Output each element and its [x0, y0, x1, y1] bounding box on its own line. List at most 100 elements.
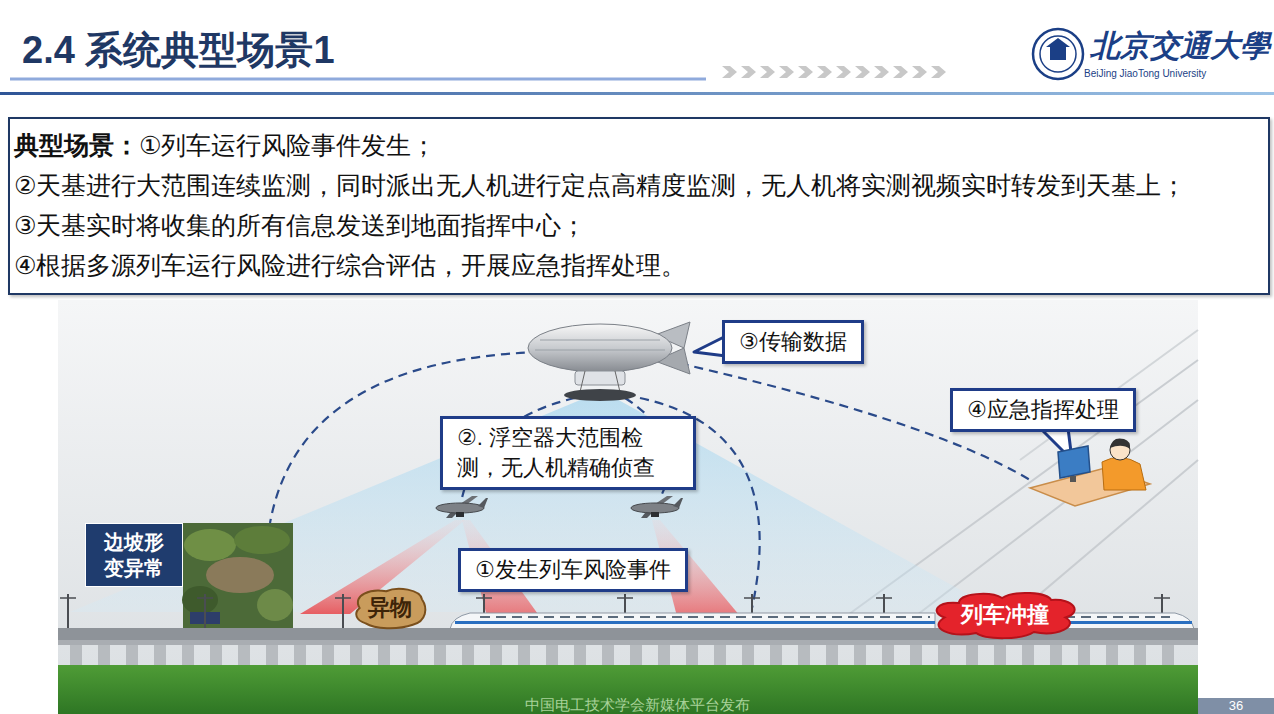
viaduct-pillar — [826, 645, 838, 666]
viaduct-pillar — [1162, 645, 1174, 666]
train — [1060, 621, 1192, 624]
text-line: ②天基进行大范围连续监测，同时派出无人机进行定点高精度监测，无人机将实测视频实时… — [14, 165, 1260, 205]
drone — [456, 512, 464, 517]
text-line: ③传输数据 — [739, 327, 847, 357]
text-line: 异物 — [368, 594, 412, 622]
viaduct-pillar — [714, 645, 726, 666]
catenary-pole — [617, 597, 633, 599]
viaduct-pillar — [630, 645, 642, 666]
university-emblem — [1046, 38, 1070, 47]
chevron-row — [931, 66, 946, 78]
viaduct-pillar — [1050, 645, 1062, 666]
heading-text: 典型场景： — [14, 131, 139, 159]
catenary-pole — [476, 597, 492, 599]
chevron-row — [912, 66, 927, 78]
command-operator — [1030, 438, 1150, 506]
data-link-dashed — [270, 352, 1030, 608]
viaduct-pillar — [686, 645, 698, 666]
text-line: ④应急指挥处理 — [967, 395, 1119, 425]
chevron-row — [893, 66, 908, 78]
foreign-object-blob: 异物 — [352, 586, 428, 630]
train — [450, 613, 935, 629]
slope-photo — [183, 523, 293, 628]
viaduct-pillar — [658, 645, 670, 666]
chevron-row — [798, 66, 813, 78]
university-name: 北京交通大學 — [1090, 28, 1270, 64]
callout-box: ③传输数据 — [722, 320, 864, 364]
chevron-row — [817, 66, 832, 78]
viaduct-pillar — [1078, 645, 1090, 666]
callout-box: ①发生列车风险事件 — [458, 548, 688, 592]
text-line: ④根据多源列车运行风险进行综合评估，开展应急指挥处理。 — [14, 245, 1260, 285]
viaduct-pillar — [182, 645, 194, 666]
drone — [651, 512, 659, 517]
viaduct-pillar — [70, 645, 1174, 666]
viaduct-pillar — [406, 645, 418, 666]
airship — [540, 340, 660, 341]
chevron-row — [722, 66, 737, 78]
university-emblem — [1050, 46, 1066, 60]
chevron-row — [779, 66, 794, 78]
chevron-row — [836, 66, 851, 78]
catenary-pole — [1154, 597, 1170, 599]
university-emblem — [1033, 29, 1083, 79]
viaduct-pillar — [462, 645, 474, 666]
command-operator — [1110, 438, 1130, 449]
viaduct-pillar — [938, 645, 950, 666]
scene-background — [58, 300, 1198, 665]
catenary-pole — [342, 594, 344, 628]
drone — [478, 498, 488, 508]
callout-box: ②. 浮空器大范围检 测，无人机精确侦查 — [440, 416, 696, 490]
node-text: 列车冲撞 — [961, 602, 1049, 627]
chevron-row — [855, 66, 870, 78]
viaduct-pillar — [378, 645, 390, 666]
viaduct-pillar — [238, 645, 250, 666]
text-line: 边坡形 变异常 — [94, 529, 174, 581]
node-text: ③传输数据 — [739, 329, 847, 354]
text-line: 典型场景：①列车运行风险事件发生； — [14, 125, 1260, 165]
viaduct-pillar — [1134, 645, 1146, 666]
viaduct-pillar — [490, 645, 502, 666]
university-emblem — [1040, 36, 1076, 72]
slope-photo — [182, 586, 218, 614]
chevron-row — [874, 66, 889, 78]
airship — [528, 322, 690, 401]
viaduct-pillar — [742, 645, 754, 666]
viaduct-pillar — [294, 645, 306, 666]
chevron-row — [722, 66, 946, 78]
node-text: 异物 — [368, 595, 412, 620]
train — [450, 613, 1194, 629]
node-text: ②. 浮空器大范围检 测，无人机精确侦查 — [457, 425, 655, 480]
airship — [615, 371, 620, 392]
viaduct-pillar — [154, 645, 166, 666]
catenary-pole — [335, 597, 351, 599]
viaduct-pillar — [1022, 645, 1034, 666]
train — [480, 616, 930, 618]
viaduct-pillar — [210, 645, 222, 666]
slope-photo — [234, 526, 290, 554]
page-number-bar — [1198, 698, 1274, 714]
blob-outline — [356, 589, 425, 628]
university-emblem — [1033, 29, 1083, 79]
viaduct-pillar — [1106, 645, 1118, 666]
viaduct-pillar — [798, 645, 810, 666]
text-line: ②. 浮空器大范围检 测，无人机精确侦查 — [457, 423, 679, 483]
catenary-pole — [744, 597, 760, 599]
catenary-pole — [197, 594, 213, 628]
node-text: ②天基进行大范围连续监测，同时派出无人机进行定点高精度监测，无人机将实测视频实时… — [14, 171, 1186, 199]
viaduct-pillar — [854, 645, 866, 666]
university-name-en: BeiJing JiaoTong University — [1084, 68, 1206, 80]
catenary-pole — [60, 594, 76, 628]
airship — [580, 371, 585, 392]
viaduct-pillar — [966, 645, 978, 666]
catenary-pole — [335, 594, 351, 628]
page-number: 36 — [1198, 698, 1274, 714]
collision-cloud: 列车冲撞 — [933, 590, 1077, 640]
viaduct-pillar — [602, 645, 614, 666]
drone — [436, 503, 484, 513]
slide-header — [10, 78, 706, 81]
text-line: ①发生列车风险事件 — [475, 555, 671, 585]
airship — [564, 389, 636, 401]
